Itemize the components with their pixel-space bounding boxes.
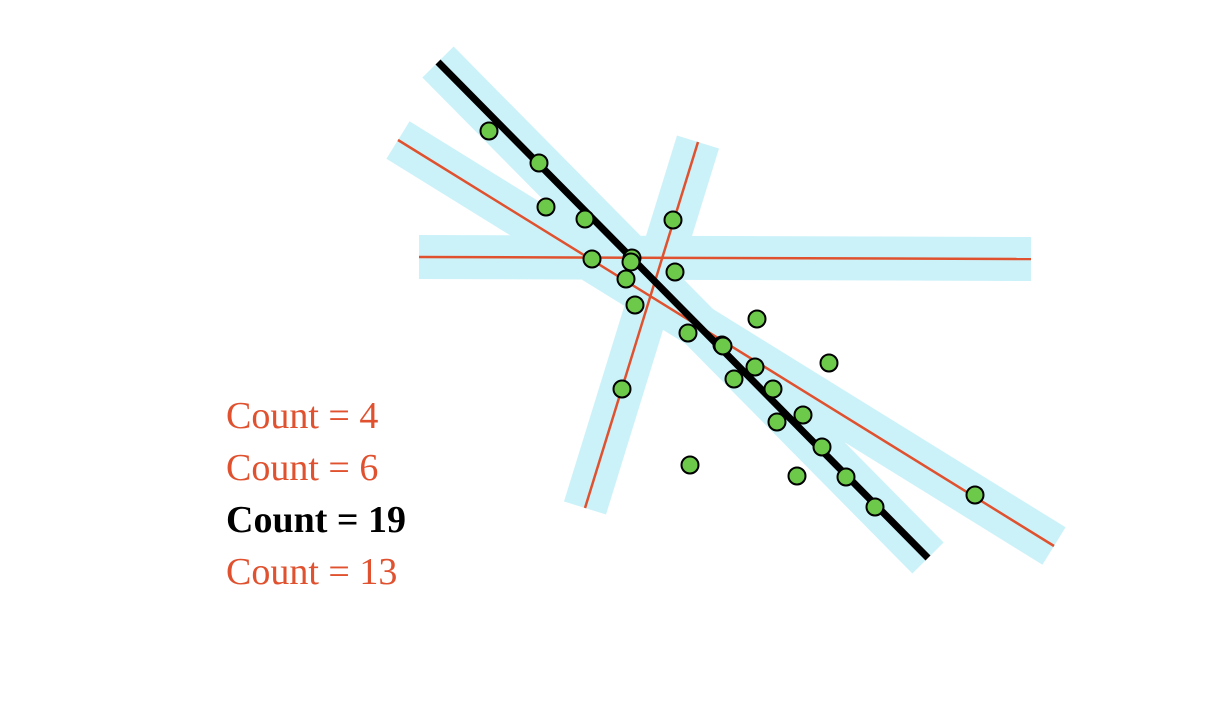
- data-point-9: [665, 262, 685, 282]
- data-point-14: [745, 357, 765, 377]
- data-point-11: [678, 323, 698, 343]
- data-point-20: [767, 412, 787, 432]
- data-point-15: [819, 353, 839, 373]
- data-point-6: [582, 249, 602, 269]
- line-count-6: [418, 255, 1032, 261]
- data-point-17: [763, 379, 783, 399]
- data-point-25: [865, 497, 885, 517]
- data-point-12: [747, 309, 767, 329]
- data-point-8: [616, 269, 636, 289]
- data-point-21: [812, 437, 832, 457]
- data-point-5: [663, 210, 683, 230]
- count-label-1: Count = 4: [226, 395, 379, 437]
- count-list: Count = 4 Count = 6 Count = 19 Count = 1…: [226, 390, 406, 598]
- data-point-26: [965, 485, 985, 505]
- data-point-24: [836, 467, 856, 487]
- data-point-3: [536, 197, 556, 217]
- data-point-27: [621, 252, 641, 272]
- data-point-19: [793, 405, 813, 425]
- data-point-1: [479, 121, 499, 141]
- count-label-3: Count = 19: [226, 499, 407, 541]
- data-point-22: [680, 455, 700, 475]
- count-label-2: Count = 6: [226, 447, 379, 489]
- data-point-10: [625, 295, 645, 315]
- data-point-2: [529, 153, 549, 173]
- line-count-4: [583, 141, 700, 509]
- data-point-18: [612, 379, 632, 399]
- data-points: [479, 121, 985, 517]
- count-label-4: Count = 13: [226, 551, 398, 593]
- line-count-19-best: [435, 59, 931, 561]
- data-point-28: [713, 336, 733, 356]
- data-point-4: [575, 209, 595, 229]
- data-point-16: [724, 369, 744, 389]
- data-point-23: [787, 466, 807, 486]
